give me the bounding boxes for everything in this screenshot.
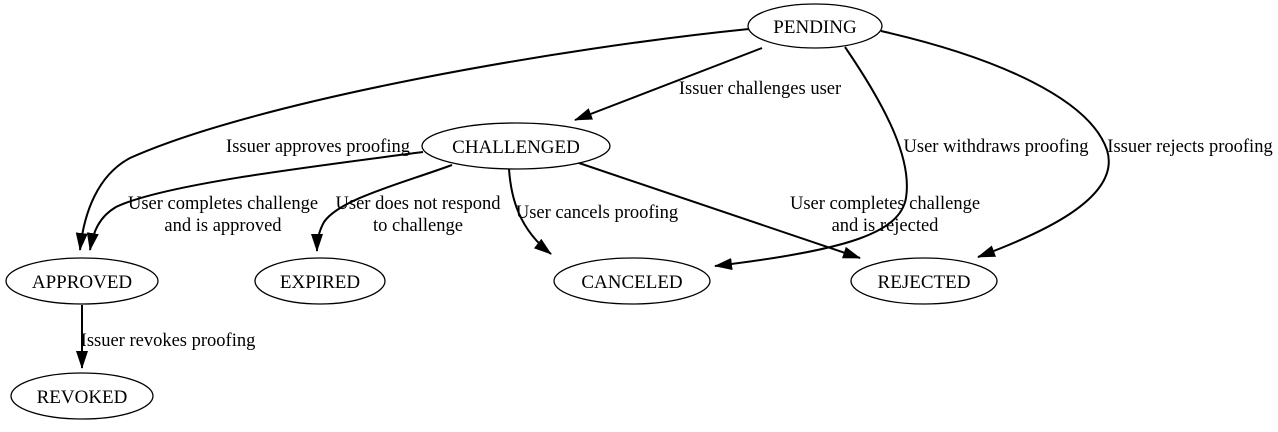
edge-pending-rejected-line [880,30,1110,258]
node-revoked-label: REVOKED [37,387,128,408]
node-rejected: REJECTED [850,257,998,305]
edge-challenged-canceled: User cancels proofing [508,168,678,255]
node-revoked-shape [10,372,154,420]
node-expired-label: EXPIRED [280,272,360,293]
edge-challenged-approved-line [86,151,424,251]
node-expired: EXPIRED [254,257,386,305]
edge-pending-challenged-line [574,47,763,121]
edge-challenged-rejected-label-line2: and is rejected [832,216,940,236]
node-revoked: REVOKED [10,372,154,420]
node-approved-label: APPROVED [32,272,132,293]
edge-pending-rejected: Issuer rejects proofing [880,30,1273,258]
node-pending-label: PENDING [773,17,857,38]
edge-challenged-expired: User does not respond to challenge [311,164,502,252]
node-pending: PENDING [747,3,883,49]
node-challenged-label: CHALLENGED [452,137,580,158]
node-canceled-shape [553,257,711,305]
edge-pending-approved-label: Issuer approves proofing [226,137,410,157]
edge-challenged-canceled-label: User cancels proofing [516,203,678,223]
edge-challenged-rejected-line [575,161,861,259]
edge-pending-challenged-label: Issuer challenges user [679,79,841,99]
edge-pending-approved-line [75,28,750,251]
edge-challenged-approved-label-line2: and is approved [164,216,282,236]
node-pending-shape [747,3,883,49]
edge-challenged-approved: User completes challenge and is approved [86,151,424,251]
edge-challenged-expired-label-line1: User does not respond [336,194,502,214]
edge-pending-canceled: User withdraws proofing [714,46,1089,270]
node-approved: APPROVED [5,257,159,305]
node-expired-shape [254,257,386,305]
edge-approved-revoked-label: Issuer revokes proofing [81,331,256,351]
edge-challenged-expired-line [311,164,453,252]
edge-challenged-canceled-line [508,168,552,255]
edge-challenged-expired-label-line2: to challenge [373,216,463,236]
edge-challenged-rejected-label-line1: User completes challenge [790,194,980,214]
edge-challenged-rejected: User completes challenge and is rejected [575,161,980,259]
node-canceled: CANCELED [553,257,711,305]
edge-challenged-approved-label-line1: User completes challenge [128,194,318,214]
node-rejected-shape [850,257,998,305]
node-rejected-label: REJECTED [878,272,971,293]
edge-pending-canceled-label: User withdraws proofing [904,137,1089,157]
edge-pending-approved: Issuer approves proofing [75,28,750,251]
edge-pending-canceled-line [714,46,908,270]
node-approved-shape [5,257,159,305]
edge-pending-challenged: Issuer challenges user [574,47,841,121]
edge-approved-revoked: Issuer revokes proofing [76,305,256,369]
node-challenged: CHALLENGED [421,122,611,170]
node-canceled-label: CANCELED [581,272,682,293]
edge-pending-rejected-label: Issuer rejects proofing [1107,137,1272,157]
node-challenged-shape [421,122,611,170]
